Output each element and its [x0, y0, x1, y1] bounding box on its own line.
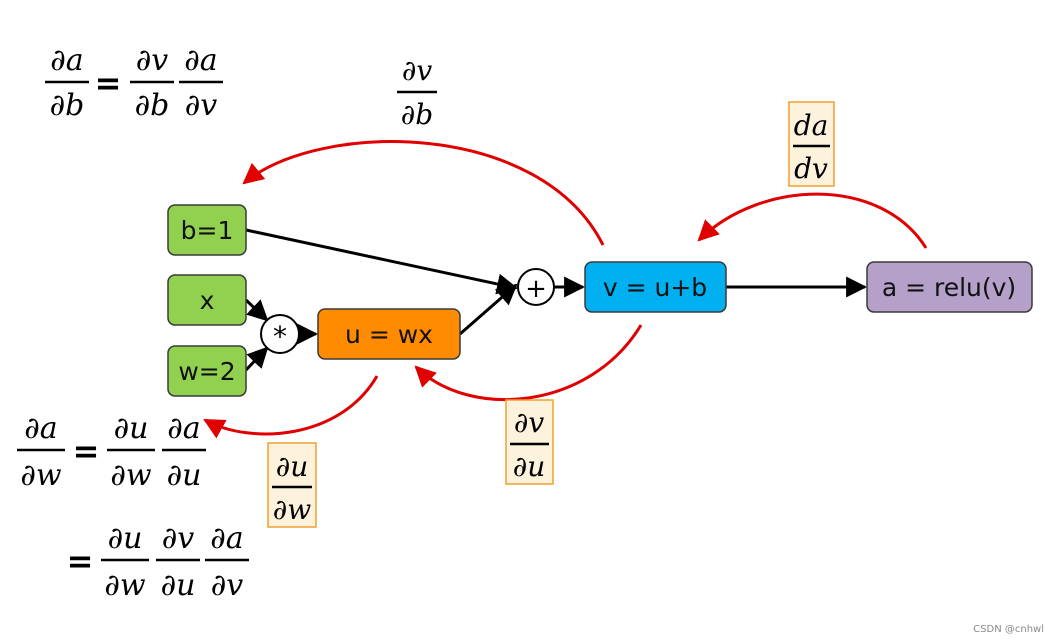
- frac-num: ∂v: [136, 43, 169, 78]
- frac-den: ∂v: [185, 88, 218, 123]
- label-du-dw: ∂u ∂w: [267, 442, 317, 528]
- add-operator: +: [517, 268, 555, 306]
- node-u: u = wx: [317, 308, 461, 360]
- node-v: v = u+b: [584, 261, 727, 313]
- equals-sign: =: [67, 542, 94, 580]
- frac-den: ∂u: [167, 458, 202, 493]
- frac-num: ∂a: [184, 43, 217, 78]
- gradient-arrow-u-to-w: [203, 375, 379, 439]
- mul-operator-label: *: [273, 320, 287, 353]
- formula-da-db: ∂a ∂b = ∂v ∂b ∂a ∂v: [45, 43, 223, 123]
- node-w-label: w=2: [178, 357, 235, 386]
- equals-sign: =: [95, 64, 122, 102]
- frac-num: ∂u: [108, 521, 143, 556]
- frac-den: ∂u: [161, 568, 196, 603]
- frac-den: ∂u: [513, 450, 546, 483]
- gradient-arrow-a-to-v: [697, 192, 928, 249]
- frac-num: ∂u: [276, 450, 309, 483]
- frac-num: ∂v: [514, 406, 544, 439]
- frac-num: ∂v: [162, 521, 195, 556]
- frac-num: ∂a: [167, 411, 200, 446]
- edge-w-to-mul: [244, 346, 269, 372]
- frac-den: ∂b: [50, 88, 85, 123]
- frac-den: ∂b: [401, 98, 433, 131]
- gradient-arrow-v-to-b: [242, 140, 605, 246]
- formula-da-dw-expanded: = ∂u ∂w ∂v ∂u ∂a ∂v: [67, 521, 249, 603]
- frac-den: ∂w: [20, 458, 62, 493]
- gradient-arrow-v-to-u: [414, 324, 643, 402]
- mul-operator: *: [260, 314, 300, 354]
- node-w: w=2: [167, 345, 247, 397]
- node-u-label: u = wx: [345, 320, 433, 349]
- frac-den: ∂w: [110, 458, 152, 493]
- frac-num: ∂a: [210, 521, 243, 556]
- label-dv-db: ∂v ∂b: [397, 54, 437, 131]
- frac-num: ∂v: [402, 54, 432, 87]
- node-v-label: v = u+b: [603, 273, 707, 302]
- label-da-dv: da dv: [788, 101, 835, 187]
- node-x: x: [167, 274, 247, 326]
- edge-u-to-add: [459, 283, 518, 336]
- frac-num: ∂a: [50, 43, 83, 78]
- node-b-label: b=1: [181, 216, 234, 245]
- frac-num: ∂u: [114, 411, 149, 446]
- node-a: a = relu(v): [866, 261, 1033, 313]
- frac-den: ∂w: [104, 568, 146, 603]
- edge-b-to-add: [245, 228, 519, 295]
- node-a-label: a = relu(v): [882, 273, 1016, 302]
- frac-den: ∂v: [211, 568, 244, 603]
- frac-num: ∂a: [24, 411, 57, 446]
- watermark: CSDN @cnhwl: [973, 624, 1044, 635]
- node-x-label: x: [200, 286, 215, 315]
- frac-den: ∂b: [135, 88, 170, 123]
- frac-den: dv: [794, 152, 828, 185]
- equals-sign: =: [73, 432, 100, 470]
- frac-den: ∂w: [273, 493, 311, 526]
- formula-da-dw: ∂a ∂w = ∂u ∂w ∂a ∂u: [17, 411, 206, 493]
- edge-x-to-mul: [244, 298, 269, 322]
- add-operator-label: +: [525, 274, 547, 304]
- frac-num: da: [794, 109, 829, 142]
- label-dv-du: ∂v ∂u: [505, 399, 554, 485]
- node-b: b=1: [167, 204, 247, 256]
